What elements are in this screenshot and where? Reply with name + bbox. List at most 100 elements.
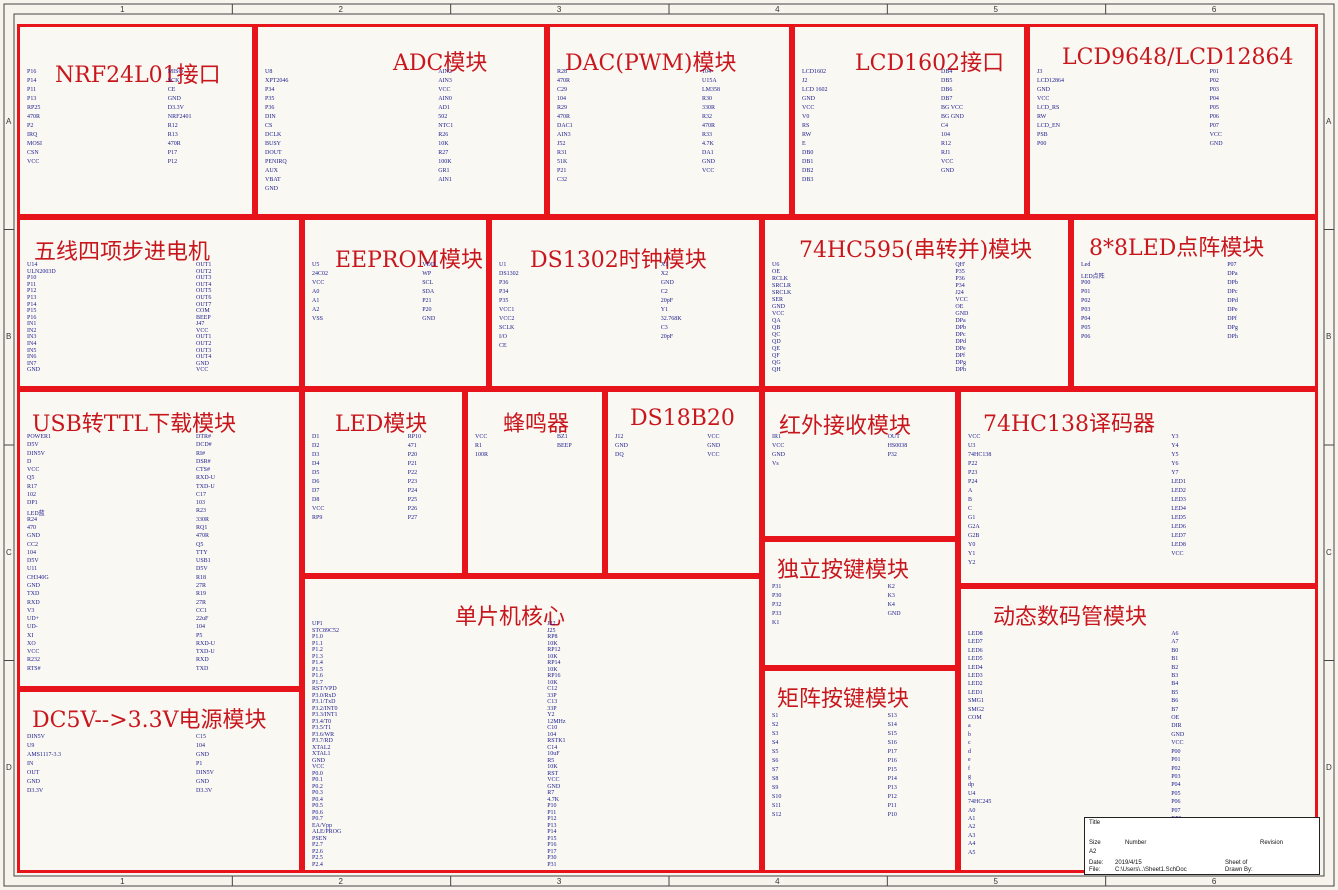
net-label: D6 xyxy=(312,479,320,485)
net-label: 470R xyxy=(167,141,181,147)
net-label: RW xyxy=(1037,114,1047,120)
net-label: 4.7K xyxy=(547,796,560,803)
net-label: GND xyxy=(422,316,436,322)
net-label: P15 xyxy=(27,308,37,315)
panel-eeprom: EEPROM模块 xyxy=(302,217,489,389)
net-label: P02 xyxy=(1209,78,1219,84)
net-label: VCC xyxy=(196,327,209,334)
net-label: LCD_RS xyxy=(1037,105,1060,111)
net-label: P11 xyxy=(887,803,897,809)
panel-hc595: 74HC595(串转并)模块 xyxy=(762,217,1071,389)
net-label: TTY xyxy=(196,549,208,556)
net-label: U6 xyxy=(772,262,780,268)
net-label: P13 xyxy=(27,96,37,102)
net-label: OUT xyxy=(27,770,40,776)
net-label: 104 xyxy=(941,132,950,138)
net-label: MOSI xyxy=(27,141,43,147)
net-label: G2B xyxy=(968,533,980,539)
net-label: P06 xyxy=(1209,114,1219,120)
net-label: J25 xyxy=(547,627,556,634)
net-label: P0.1 xyxy=(312,777,323,783)
size-value: A2 xyxy=(1089,849,1097,855)
net-label: S15 xyxy=(887,731,897,737)
net-label: P11 xyxy=(27,87,37,93)
net-label: P04 xyxy=(1209,96,1219,102)
net-label: C29 xyxy=(557,87,568,93)
panel-ds1302: DS1302时钟模块 xyxy=(489,217,762,389)
net-label: OUT2 xyxy=(196,341,212,348)
net-label: GND xyxy=(1037,87,1050,93)
net-label: P2.4 xyxy=(312,861,323,868)
net-label: COM xyxy=(968,715,982,722)
net-label: GND xyxy=(660,280,674,286)
net-label: D xyxy=(27,458,32,465)
net-label: VCC xyxy=(196,367,209,374)
net-label: DPh xyxy=(1227,334,1238,340)
net-label: P0.4 xyxy=(312,796,323,803)
net-label: VDD xyxy=(422,262,436,268)
net-label: 330R xyxy=(702,105,716,111)
net-label: IN xyxy=(27,761,34,767)
net-label: QE xyxy=(772,346,780,352)
net-label: I/O xyxy=(499,334,507,340)
net-label: OUT7 xyxy=(196,301,212,308)
net-label: 470R xyxy=(196,533,210,540)
net-label: S6 xyxy=(772,758,779,764)
net-label: P3.1/TxD xyxy=(312,699,336,705)
net-label: VCC xyxy=(1171,740,1184,747)
net-label: C4 xyxy=(941,123,949,129)
net-label: LCD1602 xyxy=(802,69,826,75)
net-label: DPh xyxy=(955,367,967,373)
net-label: R1 xyxy=(475,443,483,449)
zone-row-A-right: A xyxy=(1326,116,1332,126)
zone-column-1-top: 1 xyxy=(120,5,125,14)
panel-title: 动态数码管模块 xyxy=(993,605,1148,630)
net-label: P36 xyxy=(265,105,275,111)
net-label: 470 xyxy=(27,525,36,532)
net-label: B xyxy=(968,497,973,503)
net-label: P1.5 xyxy=(312,666,323,673)
net-label: RXD-U xyxy=(196,640,215,647)
net-label: P12 xyxy=(887,794,897,800)
net-label: RXD xyxy=(27,599,40,606)
net-label: 10K xyxy=(547,764,558,770)
net-label: LED3 xyxy=(968,673,983,680)
net-label: P03 xyxy=(1209,87,1219,93)
net-label: RW xyxy=(802,132,812,138)
net-label: P2 xyxy=(27,123,34,129)
net-label: S16 xyxy=(887,740,897,746)
net-label: LED8 xyxy=(968,631,983,637)
zone-column-5-top: 5 xyxy=(993,5,998,14)
net-label: OUT1 xyxy=(196,334,212,341)
net-label: AIN2 xyxy=(438,69,452,75)
net-label: P17 xyxy=(887,749,897,755)
net-label: Y1 xyxy=(660,307,669,313)
net-label: A1 xyxy=(312,298,320,304)
net-label: 24C02 xyxy=(312,271,329,277)
net-label: 27R xyxy=(196,582,207,589)
net-label: P36 xyxy=(955,276,965,282)
net-label: A3 xyxy=(968,832,976,839)
net-label: DPf xyxy=(1227,316,1237,322)
net-label: OUT5 xyxy=(196,288,212,295)
net-label: LED7 xyxy=(1171,533,1186,539)
net-label: P26 xyxy=(407,506,418,512)
net-label: RXD-U xyxy=(196,475,215,482)
net-label: TXD xyxy=(27,591,40,598)
panel-stepper: 五线四项步进电机 xyxy=(17,217,302,389)
net-label: G2A xyxy=(968,524,980,530)
zone-row-D-right: D xyxy=(1326,763,1332,773)
net-label: RP10 xyxy=(407,434,422,440)
zone-column-4-bottom: 4 xyxy=(775,877,780,886)
net-label: SCL xyxy=(422,280,434,286)
net-label: DIR xyxy=(1171,723,1182,730)
net-label: C3 xyxy=(660,325,668,331)
net-label: QC xyxy=(772,332,781,338)
panel-title: 红外接收模块 xyxy=(779,414,912,439)
panel-dac: DAC(PWM)模块 xyxy=(547,24,792,217)
net-label: C15 xyxy=(196,734,207,740)
panel-dotmatrix: 8*8LED点阵模块 xyxy=(1071,217,1318,389)
net-label: IN2 xyxy=(27,327,37,334)
net-label: S9 xyxy=(772,785,779,791)
